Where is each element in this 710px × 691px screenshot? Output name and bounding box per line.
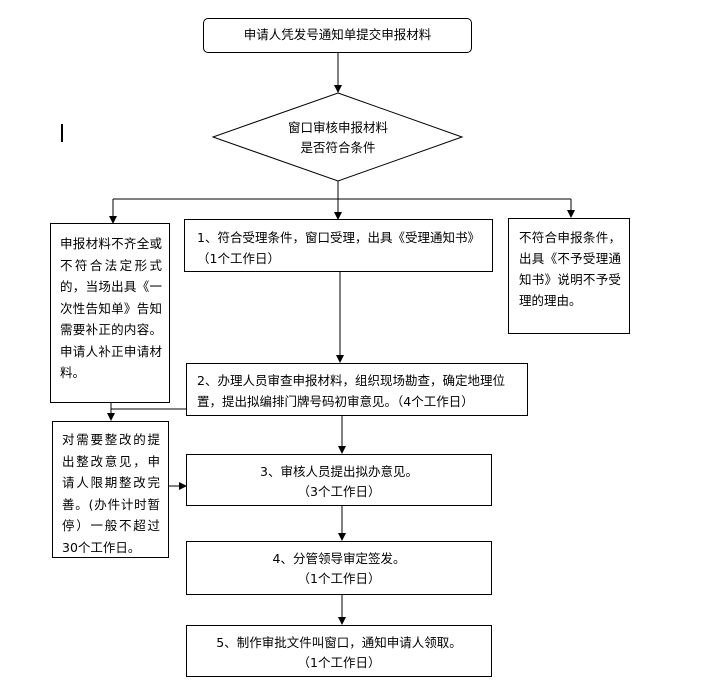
step-review-line2: 是否符合条件 [300,140,376,155]
text-cursor-mark [61,124,63,142]
step-accept-text: 1、符合受理条件，窗口受理，出具《受理通知书》（1个工作日） [197,230,480,266]
step-sign-box: 4、分管领导审定签发。 （1个工作日） [186,541,492,595]
step-examine-text: 2、办理人员审查申报材料，组织现场勘查，确定地理位置，提出拟编排门牌号码初审意见… [197,373,505,409]
step-submit-box: 申请人凭发号通知单提交申报材料 [203,18,472,53]
step-review-line1: 窗口审核申报材料 [287,120,388,135]
step-issue-line1: 5、制作审批文件叫窗口，通知申请人领取。 [216,635,462,650]
step-rectify-box: 对需要整改的提出整改意见，申请人限期整改完善。(办件计时暂停）一般不超过30个工… [52,421,169,558]
step-submit-text: 申请人凭发号通知单提交申报材料 [243,27,432,42]
step-accept-box: 1、符合受理条件，窗口受理，出具《受理通知书》（1个工作日） [184,219,493,272]
step-incomplete-box: 申报材料不齐全或不符合法定形式的，当场出具《一次性告知单》告知需要补正的内容。申… [50,223,170,403]
step-sign-line2: （1个工作日） [297,571,381,586]
step-reject-box: 不符合申报条件，出具《不予受理通知书》说明不予受理的理由。 [508,218,630,334]
step-examine-box: 2、办理人员审查申报材料，组织现场勘查，确定地理位置，提出拟编排门牌号码初审意见… [186,363,528,416]
step-issue-line2: （1个工作日） [297,655,381,670]
step-audit-box: 3、审核人员提出拟办意见。 （3个工作日） [186,454,492,506]
step-sign-line1: 4、分管领导审定签发。 [272,551,406,566]
step-audit-line2: （3个工作日） [297,484,381,499]
step-audit-line1: 3、审核人员提出拟办意见。 [260,464,418,479]
step-reject-text: 不符合申报条件，出具《不予受理通知书》说明不予受理的理由。 [519,230,621,308]
step-incomplete-text: 申报材料不齐全或不符合法定形式的，当场出具《一次性告知单》告知需要补正的内容。申… [60,236,162,380]
step-issue-box: 5、制作审批文件叫窗口，通知申请人领取。 （1个工作日） [186,625,492,677]
step-review-text: 窗口审核申报材料 是否符合条件 [258,118,418,158]
step-rectify-text: 对需要整改的提出整改意见，申请人限期整改完善。(办件计时暂停）一般不超过30个工… [62,432,160,555]
